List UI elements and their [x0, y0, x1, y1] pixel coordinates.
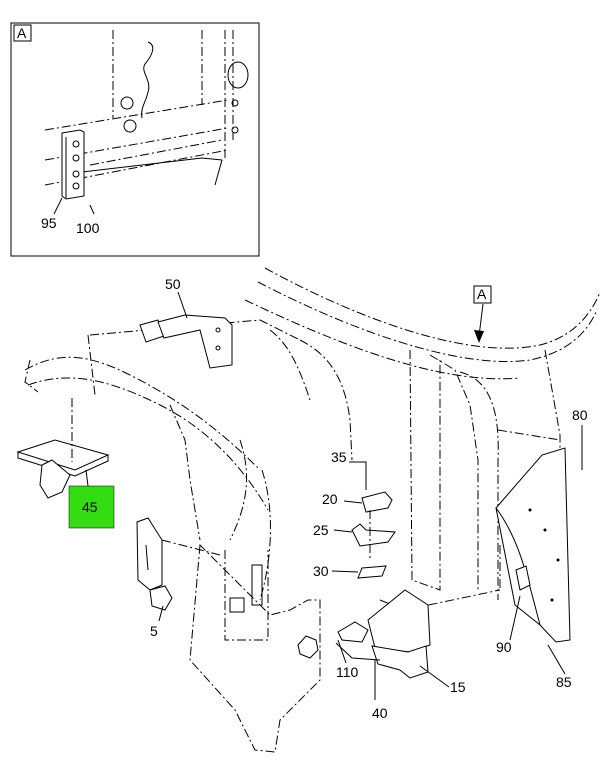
detail-edge — [214, 159, 223, 186]
cab-panel-line — [299, 339, 353, 461]
leader-100 — [89, 204, 95, 215]
detail-hole — [72, 182, 80, 190]
bracket-part-5-leader-line — [161, 539, 221, 556]
cab-panel-line — [87, 334, 96, 396]
detail-hole — [120, 96, 134, 110]
detail-hole — [72, 170, 80, 178]
roof-edge-line — [244, 299, 521, 380]
cab-panel-line — [27, 377, 269, 511]
door-panel-part-85-edge — [495, 507, 541, 626]
door-panel-part-85 — [495, 447, 571, 643]
detail-hole — [123, 119, 137, 133]
callout-45-highlight — [68, 485, 115, 529]
detail-a-inset: A 95 100 — [10, 22, 260, 257]
detail-dash-line — [44, 149, 229, 186]
cab-panel-line — [269, 329, 311, 401]
bracket-part-15 — [367, 589, 431, 653]
latch-part-90 — [515, 565, 531, 591]
leader-35 — [349, 461, 367, 490]
callout-5[interactable]: 5 — [150, 623, 158, 639]
lower-pillar-slot — [251, 564, 263, 606]
plate-part-45 — [16, 439, 110, 471]
callout-95[interactable]: 95 — [41, 215, 57, 231]
callout-45[interactable]: 45 — [82, 499, 98, 515]
leader-50 — [177, 291, 188, 319]
door-panel-part-85-hole — [543, 528, 547, 532]
view-a-reference-tag — [473, 285, 492, 304]
bracket-part-15-base — [371, 645, 429, 679]
callout-85[interactable]: 85 — [556, 674, 572, 690]
leader-110 — [337, 639, 347, 664]
bracket-part-50-hole — [215, 345, 221, 351]
leader-25 — [333, 529, 353, 533]
lower-pillar-hole — [297, 635, 319, 659]
bracket-part-25 — [351, 523, 396, 547]
leader-45 — [85, 469, 89, 487]
bracket-part-5 — [136, 517, 163, 591]
bracket-part-95 — [61, 129, 85, 200]
plate-part-45-edge — [17, 452, 109, 477]
detail-hole — [72, 154, 80, 162]
door-pillar-line — [429, 354, 479, 590]
leader-30 — [331, 570, 359, 573]
lower-pillar — [189, 543, 321, 753]
leader-85 — [547, 644, 566, 675]
detail-bolt — [231, 126, 239, 134]
cab-panel-line — [229, 439, 247, 541]
detail-hole — [72, 140, 80, 148]
bracket-part-5-slot — [145, 544, 149, 571]
cab-panel-line — [24, 356, 261, 471]
callout-90[interactable]: 90 — [496, 639, 512, 655]
bracket-part-50-hole — [215, 327, 221, 333]
callout-15[interactable]: 15 — [450, 679, 466, 695]
bracket-part-110 — [337, 621, 369, 643]
leader-20 — [343, 500, 363, 504]
callout-30[interactable]: 30 — [313, 563, 329, 579]
callout-80[interactable]: 80 — [572, 407, 588, 423]
door-panel-part-85-hole — [556, 558, 560, 562]
door-pillar-line — [459, 371, 499, 600]
lower-pillar-panel — [224, 550, 269, 641]
callout-100[interactable]: 100 — [76, 220, 100, 236]
callout-40[interactable]: 40 — [372, 705, 388, 721]
callout-35[interactable]: 35 — [331, 449, 347, 465]
cab-panel-line — [169, 404, 201, 541]
detail-opening — [227, 61, 249, 89]
callout-50[interactable]: 50 — [165, 276, 181, 292]
clip-part-20 — [361, 491, 393, 513]
view-a-reference-text: A — [477, 286, 487, 302]
callout-20[interactable]: 20 — [322, 491, 338, 507]
detail-a-frame — [10, 22, 260, 257]
door-pillar-line — [497, 429, 561, 441]
bracket-part-5-foot — [149, 585, 173, 611]
leader-5 — [158, 605, 164, 622]
detail-bolt — [231, 99, 239, 107]
leader-95 — [53, 197, 63, 215]
main-assembly: A 50 45 5 35 20 25 30 — [16, 267, 601, 753]
plate-part-45-clip — [39, 459, 71, 499]
detail-a-tag — [13, 24, 32, 42]
leader-15 — [419, 665, 450, 688]
cab-panel-line — [24, 359, 39, 393]
door-panel-part-85-hole — [528, 508, 532, 512]
bracket-part-50 — [157, 314, 233, 369]
door-pillar-line — [409, 349, 441, 591]
callout-25[interactable]: 25 — [313, 522, 329, 538]
leader-90 — [509, 595, 521, 641]
detail-wavy-edge — [141, 41, 154, 119]
callout-110[interactable]: 110 — [336, 664, 359, 680]
bracket-part-110-edge — [335, 642, 381, 661]
detail-a-tag-text: A — [17, 25, 27, 41]
door-panel-part-85-hole — [550, 598, 554, 602]
shim-part-30 — [357, 565, 387, 579]
detail-dash-line — [44, 99, 229, 131]
detail-edge — [81, 157, 223, 173]
view-a-arrow-icon — [474, 330, 484, 343]
roof-edge-outer — [264, 267, 601, 349]
lower-pillar-slot — [229, 597, 245, 613]
detail-dash-line — [89, 139, 223, 166]
roof-edge-inner — [257, 281, 597, 363]
